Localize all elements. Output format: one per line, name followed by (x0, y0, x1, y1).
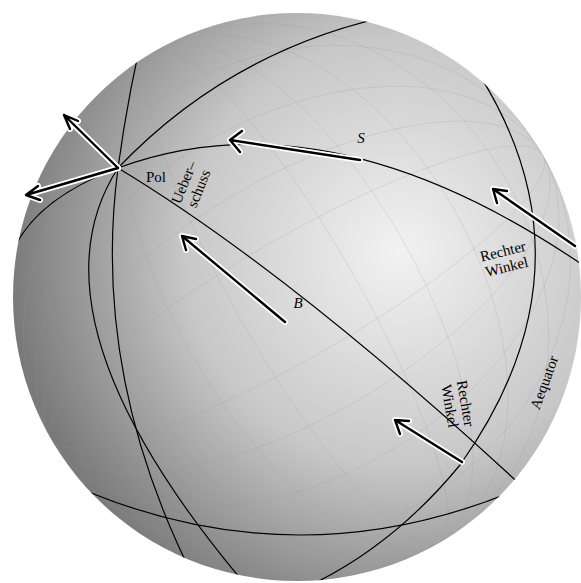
arc-label: B (283, 296, 313, 312)
vector-arrows (26, 115, 575, 462)
arc-label: S (346, 131, 376, 147)
sphere (13, 13, 581, 581)
great-circles (5, 5, 581, 583)
